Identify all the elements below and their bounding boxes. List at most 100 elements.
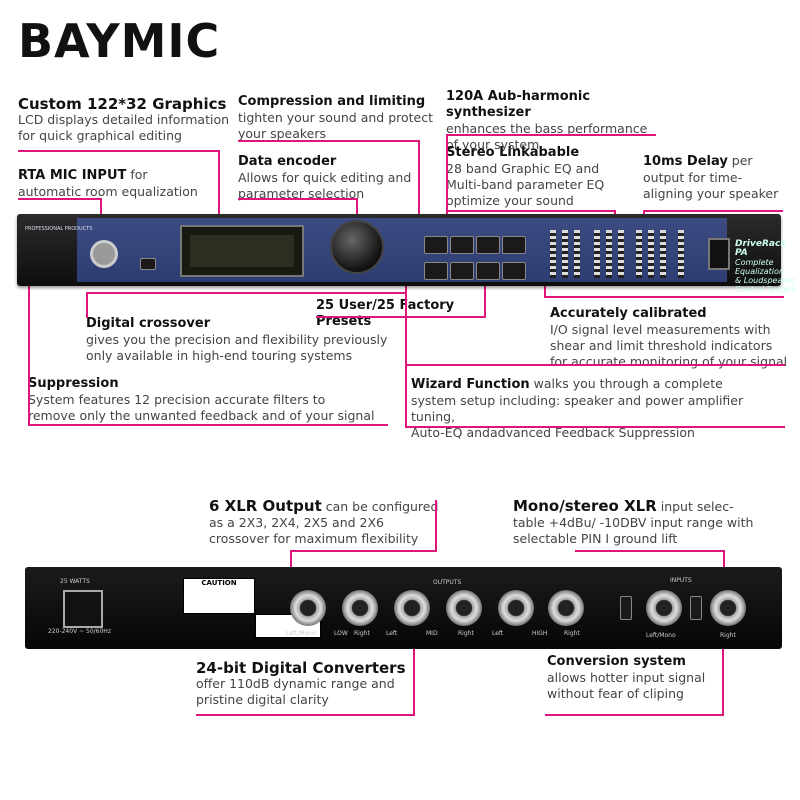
leader-line [446, 134, 448, 230]
front-faceplate [77, 218, 727, 282]
rear-voltage-label: 220-240V ~ 50/60Hz [48, 628, 111, 635]
rta-mic-input-jack[interactable] [90, 240, 118, 268]
leader-line [316, 316, 486, 318]
leader-line [435, 500, 437, 550]
callout-rta: RTA MIC INPUT for automatic room equaliz… [18, 167, 198, 199]
callout-stereo: Stereo Linkabable 28 band Graphic EQ and… [446, 145, 605, 208]
leader-line [446, 210, 616, 212]
leader-line [28, 424, 388, 426]
xlr-input-right[interactable] [710, 590, 746, 626]
level-meter [660, 230, 666, 278]
leader-line [238, 198, 358, 200]
level-meter [562, 230, 568, 278]
level-meter [574, 230, 580, 278]
xlr-output-4[interactable] [446, 590, 482, 626]
callout-converters: 24-bit Digital Converters offer 110dB dy… [196, 659, 406, 707]
front-button[interactable] [424, 236, 448, 254]
front-label-pro: PROFESSIONAL PRODUCTS [25, 226, 93, 232]
output-label: Right [564, 630, 580, 637]
output-label: LOW [334, 630, 348, 637]
level-meter [594, 230, 600, 278]
leader-line [446, 134, 656, 136]
leader-line [575, 550, 725, 552]
power-switch[interactable] [708, 238, 730, 270]
input-level-switch[interactable] [620, 596, 632, 620]
front-button[interactable] [450, 236, 474, 254]
brand-logo: BAYMIC [18, 18, 220, 64]
leader-line [413, 600, 415, 716]
leader-line [18, 150, 218, 152]
output-label: Left [492, 630, 504, 637]
leader-line [238, 140, 418, 142]
xlr-output-6[interactable] [548, 590, 584, 626]
xlr-input-left[interactable] [646, 590, 682, 626]
leader-line [100, 198, 102, 223]
leader-line [86, 292, 88, 318]
caution-label: CAUTION [183, 578, 255, 614]
front-button[interactable] [476, 236, 500, 254]
callout-crossover: Digital crossover gives you the precisio… [86, 316, 388, 363]
level-meter [678, 230, 684, 278]
leader-line [196, 714, 415, 716]
callout-compression: Compression and limiting tighten your so… [238, 94, 434, 141]
callout-delay: 10ms Delay per output for time- aligning… [643, 153, 779, 201]
front-button[interactable] [502, 262, 526, 280]
level-meter [618, 230, 624, 278]
level-meter [550, 230, 556, 278]
leader-line [218, 150, 220, 220]
output-label: Right [458, 630, 474, 637]
output-label: MID [426, 630, 438, 637]
callout-graphics: Custom 122*32 Graphics LCD displays deta… [18, 95, 230, 143]
output-label: HIGH [532, 630, 548, 637]
leader-line [545, 714, 724, 716]
inputs-label: INPUTS [670, 577, 692, 584]
level-meter [648, 230, 654, 278]
front-button[interactable] [476, 262, 500, 280]
front-panel [17, 214, 781, 286]
leader-line [290, 550, 437, 552]
model-label: DriveRack PA Complete Equalization & Lou… [735, 239, 797, 295]
front-button[interactable] [450, 262, 474, 280]
level-meter [636, 230, 642, 278]
leader-line [643, 210, 783, 212]
front-button[interactable] [502, 236, 526, 254]
callout-wizard: Wizard Function walks you through a comp… [411, 376, 744, 440]
output-label: Left/Mono [286, 630, 316, 637]
leader-line [405, 426, 785, 428]
data-encoder-knob[interactable] [330, 220, 384, 274]
power-inlet[interactable] [63, 590, 103, 628]
ground-lift-switch[interactable] [690, 596, 702, 620]
xlr-output-3[interactable] [394, 590, 430, 626]
leader-line [544, 296, 784, 298]
leader-line [418, 140, 420, 230]
rta-phantom-switch[interactable] [140, 258, 156, 270]
leader-line [484, 286, 486, 318]
leader-line [18, 198, 102, 200]
lcd-display [180, 225, 304, 277]
level-meter [606, 230, 612, 278]
xlr-output-5[interactable] [498, 590, 534, 626]
callout-conversion: Conversion system allows hotter input si… [547, 654, 706, 701]
front-button[interactable] [424, 262, 448, 280]
xlr-output-2[interactable] [342, 590, 378, 626]
leader-line [405, 364, 785, 366]
leader-line [722, 620, 724, 716]
callout-data-encoder: Data encoder Allows for quick editing an… [238, 154, 412, 201]
input-label: Right [720, 632, 736, 639]
logo-text: BAYMIC [18, 14, 221, 68]
callout-xlr-output: 6 XLR Output can be configured as a 2X3,… [209, 497, 439, 546]
callout-sub-harmonic: 120A Aub-harmonic synthesizer enhances t… [446, 89, 648, 152]
leader-line [405, 280, 407, 428]
leader-line [544, 280, 546, 298]
rear-watts-label: 25 WATTS [60, 578, 90, 585]
leader-line [356, 198, 358, 220]
leader-line [28, 284, 30, 424]
outputs-label: OUTPUTS [433, 579, 462, 586]
callout-mono-stereo: Mono/stereo XLR input selec- table +4dBu… [513, 497, 754, 546]
xlr-output-1[interactable] [290, 590, 326, 626]
output-label: Left [386, 630, 398, 637]
callout-calibrated: Accurately calibrated I/O signal level m… [550, 306, 788, 369]
callout-suppression: Suppression System features 12 precision… [28, 376, 375, 423]
input-label: Left/Mono [646, 632, 676, 639]
output-label: Right [354, 630, 370, 637]
